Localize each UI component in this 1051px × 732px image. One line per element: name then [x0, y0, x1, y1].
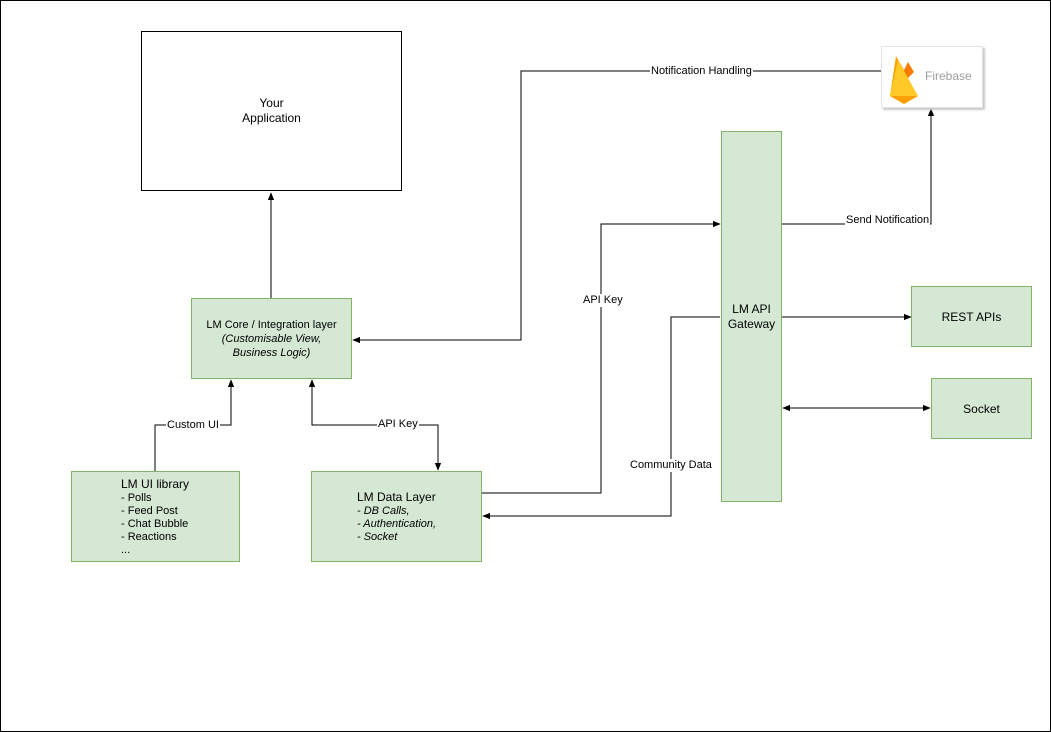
lm-ui-library-box: LM UI library - Polls - Feed Post - Chat… [71, 471, 240, 562]
rest-apis-box: REST APIs [911, 286, 1032, 347]
edge-api-key-core [308, 379, 442, 471]
label-community-data: Community Data [629, 459, 713, 472]
ui-library-item: - Feed Post [121, 505, 178, 517]
gateway-line-2: Gateway [727, 317, 776, 331]
core-detail-1: (Customisable View, [221, 332, 322, 345]
rest-apis-label: REST APIs [941, 309, 1002, 324]
gateway-line-1: LM API [732, 302, 771, 316]
lm-api-gateway-box: LM API Gateway [721, 131, 782, 502]
edge-community-data [482, 316, 720, 520]
app-line-1: Your [259, 96, 284, 110]
firebase-flame-icon [890, 56, 918, 104]
edge-send-notification [782, 108, 935, 225]
app-line-2: Application [242, 111, 301, 125]
ui-library-item: - Chat Bubble [121, 518, 189, 530]
label-send-notification: Send Notification [845, 214, 931, 227]
ui-library-item: ... [121, 544, 131, 556]
label-notification-handling: Notification Handling [650, 65, 753, 78]
ui-library-item: - Polls [121, 492, 152, 504]
firebase-box: Firebase [881, 46, 983, 108]
label-custom-ui: Custom UI [166, 419, 220, 432]
core-title: LM Core / Integration layer [206, 318, 337, 331]
socket-box: Socket [931, 378, 1032, 439]
edge-api-key-gateway [482, 220, 721, 494]
label-api-key-gateway: API Key [582, 294, 624, 307]
ui-library-item: - Reactions [121, 531, 177, 543]
ui-library-title: LM UI library [121, 477, 190, 491]
firebase-label: Firebase [925, 69, 972, 83]
data-layer-item: - DB Calls, [357, 505, 410, 517]
lm-data-layer-box: LM Data Layer - DB Calls, - Authenticati… [311, 471, 482, 562]
your-application-box: Your Application [141, 31, 402, 191]
core-detail-2: Business Logic) [232, 346, 311, 359]
data-layer-item: - Socket [357, 531, 398, 543]
lm-core-box: LM Core / Integration layer (Customisabl… [191, 298, 352, 379]
socket-label: Socket [963, 401, 1000, 416]
label-api-key-core: API Key [377, 418, 419, 431]
data-layer-title: LM Data Layer [357, 490, 436, 504]
data-layer-item: - Authentication, [357, 518, 437, 530]
